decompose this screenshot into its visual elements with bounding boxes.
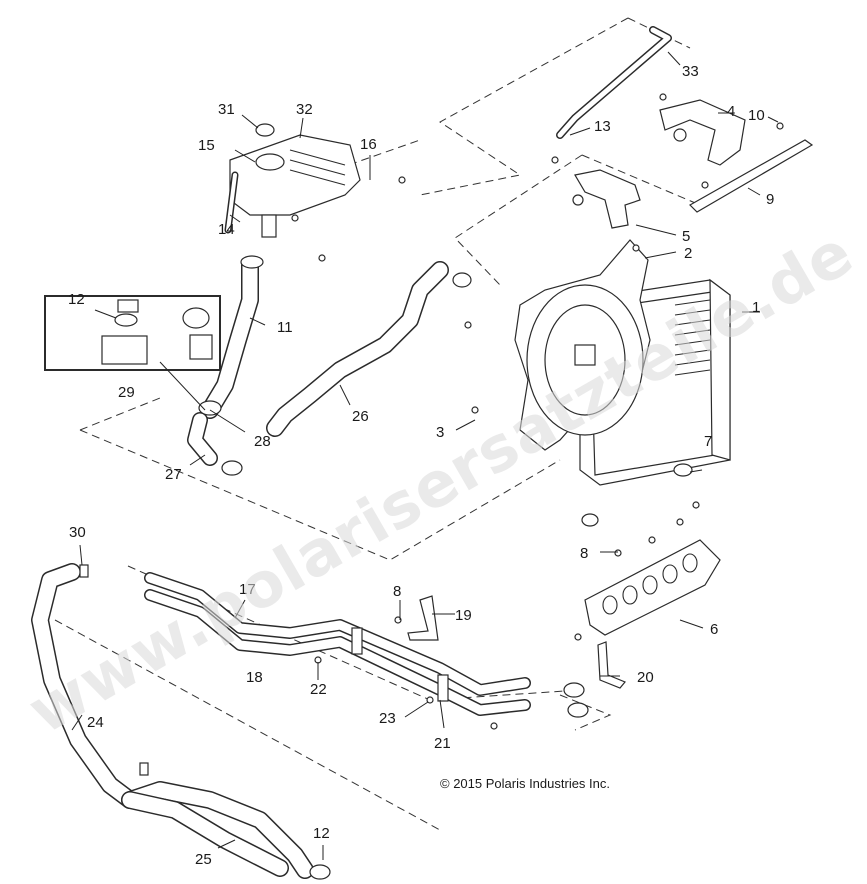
leader-lines (71, 51, 779, 860)
detail-inset-29 (44, 295, 221, 411)
callout-26: 26 (352, 408, 369, 425)
callout-14: 14 (218, 221, 235, 238)
bracket-19 (407, 595, 439, 641)
hose-11 (201, 255, 264, 419)
callout-1: 1 (752, 299, 760, 316)
fasteners (79, 122, 784, 776)
callout-7: 7 (704, 433, 712, 450)
hose-26 (266, 261, 472, 437)
callout-2: 2 (684, 245, 692, 262)
callout-18: 18 (246, 669, 263, 686)
callout-28: 28 (254, 433, 271, 450)
callout-11: 11 (277, 319, 293, 336)
callout-33: 33 (682, 63, 699, 80)
callout-30: 30 (69, 524, 86, 541)
callout-32: 32 (296, 101, 313, 118)
copyright-notice: © 2015 Polaris Industries Inc. (440, 776, 610, 791)
callout-4: 4 (727, 103, 735, 120)
callout-16: 16 (360, 136, 377, 153)
callout-29: 29 (118, 384, 135, 401)
callout-21: 21 (434, 735, 451, 752)
callout-8a: 8 (580, 545, 588, 562)
callout-3: 3 (436, 424, 444, 441)
fitting-28 (187, 400, 243, 476)
callout-8b: 8 (393, 583, 401, 600)
coolant-reservoir-32 (224, 123, 361, 238)
grommet-7 (673, 463, 693, 477)
coolant-tubes-17-18 (144, 572, 589, 718)
vent-tube-33 (556, 26, 672, 139)
hose-24 (31, 563, 139, 809)
callout-15: 15 (198, 137, 215, 154)
bracket-5 (551, 156, 641, 229)
callout-12b: 12 (313, 825, 330, 842)
bracket-20 (597, 641, 626, 689)
callout-24: 24 (87, 714, 104, 731)
callout-22: 22 (310, 681, 327, 698)
callout-13: 13 (594, 118, 611, 135)
callout-12a: 12 (68, 291, 85, 308)
callout-6: 6 (710, 621, 718, 638)
bracket-4 (659, 93, 746, 166)
callout-17: 17 (239, 581, 256, 598)
skid-plate-6 (584, 539, 721, 636)
grommet-lower (581, 513, 599, 527)
callout-23: 23 (379, 710, 396, 727)
callout-9: 9 (766, 191, 774, 208)
callout-10: 10 (748, 107, 765, 124)
callout-labels: 1 2 3 4 5 6 7 8 8 9 10 11 12 12 13 14 15… (68, 63, 774, 868)
support-bar-9 (689, 139, 814, 213)
fan-shroud-2 (514, 239, 651, 451)
callout-20: 20 (637, 669, 654, 686)
callout-5: 5 (682, 228, 690, 245)
callout-25: 25 (195, 851, 212, 868)
callout-31: 31 (218, 101, 235, 118)
callout-27: 27 (165, 466, 182, 483)
hose-25 (121, 781, 331, 880)
callout-19: 19 (455, 607, 472, 624)
